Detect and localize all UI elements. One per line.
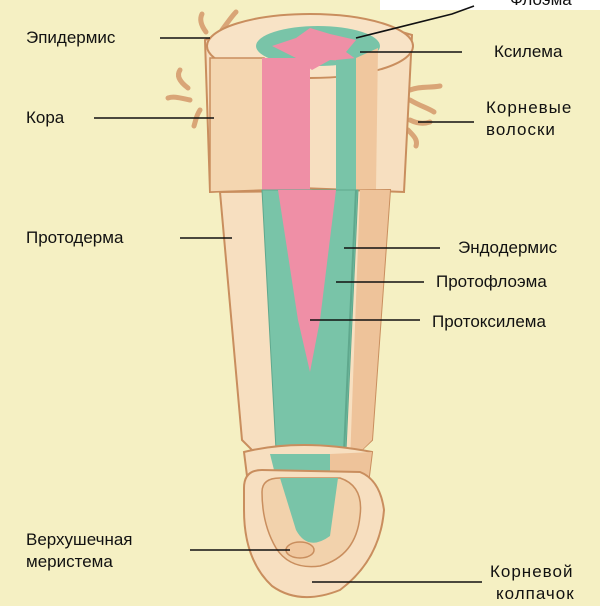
- label-root-cap-2: колпачок: [496, 584, 575, 603]
- label-cortex: Кора: [26, 108, 64, 127]
- label-root-cap-1: Корневой: [490, 562, 573, 581]
- root-middle-section: [220, 190, 390, 470]
- label-root-hairs-1: Корневые: [486, 98, 572, 117]
- apical-meristem-spot: [286, 542, 314, 558]
- label-root-hairs-2: волоски: [486, 120, 556, 139]
- label-epidermis: Эпидермис: [26, 28, 115, 47]
- phloem-column-top: [336, 58, 356, 192]
- cortex-cut-face: [210, 58, 264, 192]
- label-protophloem: Протофлоэма: [436, 272, 547, 291]
- label-phloem-top: Флоэма: [510, 0, 572, 9]
- label-protoderm: Протодерма: [26, 228, 123, 247]
- label-protoxylem: Протоксилема: [432, 312, 546, 331]
- label-apical-meristem-2: меристема: [26, 552, 113, 571]
- label-xylem: Ксилема: [494, 42, 562, 61]
- label-apical-meristem-1: Верхушечная: [26, 530, 133, 549]
- xylem-column-top: [262, 58, 310, 190]
- root-cap: [244, 470, 384, 597]
- label-endodermis: Эндодермис: [458, 238, 557, 257]
- root-top-section: [205, 14, 413, 192]
- cortex-right-top: [356, 48, 378, 190]
